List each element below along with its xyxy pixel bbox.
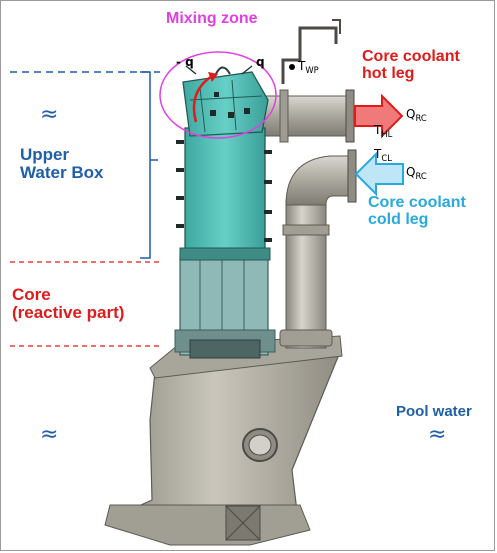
cold-leg-label-line2: cold leg xyxy=(368,211,466,228)
water-mark-lower-right: ≈ xyxy=(428,424,446,446)
upper-water-box-label-line2: Water Box xyxy=(20,164,103,182)
cold-leg-label-line1: Core coolant xyxy=(368,194,466,211)
mixing-zone-label: Mixing zone xyxy=(166,10,258,27)
qrc-cold-symbol: QRC xyxy=(406,166,427,180)
twp-symbol: TWP xyxy=(298,60,319,74)
water-mark-upper-left: ≈ xyxy=(40,104,58,126)
core-label-line1: Core xyxy=(12,286,124,304)
hot-leg-label-line2: hot leg xyxy=(362,65,460,82)
cold-leg-label: Core coolant cold leg xyxy=(368,194,466,229)
base-footing xyxy=(105,505,310,545)
pool-base-cone xyxy=(112,352,340,520)
hot-leg-label: Core coolant hot leg xyxy=(362,48,460,83)
q-right-symbol: q xyxy=(256,56,265,68)
thl-symbol: THL xyxy=(374,124,392,138)
cold-leg-vertical-pipe xyxy=(286,200,326,348)
hot-leg-label-line1: Core coolant xyxy=(362,48,460,65)
water-mark-lower-left: ≈ xyxy=(40,424,58,446)
twp-sensor-dot xyxy=(289,64,295,70)
mixing-zone-head xyxy=(183,72,268,136)
hot-leg-flange xyxy=(346,90,354,142)
pool-water-label: Pool water xyxy=(396,404,472,420)
cold-leg-flange xyxy=(348,150,356,202)
qrc-hot-symbol: QRC xyxy=(406,108,427,122)
upper-water-box-label: Upper Water Box xyxy=(20,146,103,183)
top-piping xyxy=(283,28,336,84)
q-left-symbol: - q xyxy=(176,56,194,68)
cold-leg-elbow xyxy=(286,156,350,205)
upper-water-box xyxy=(185,128,265,258)
core-label: Core (reactive part) xyxy=(12,286,124,323)
core-label-line2: (reactive part) xyxy=(12,304,124,322)
tcl-symbol: TCL xyxy=(374,148,392,162)
upper-water-box-label-line1: Upper xyxy=(20,146,103,164)
upper-water-box-bracket xyxy=(140,72,158,258)
